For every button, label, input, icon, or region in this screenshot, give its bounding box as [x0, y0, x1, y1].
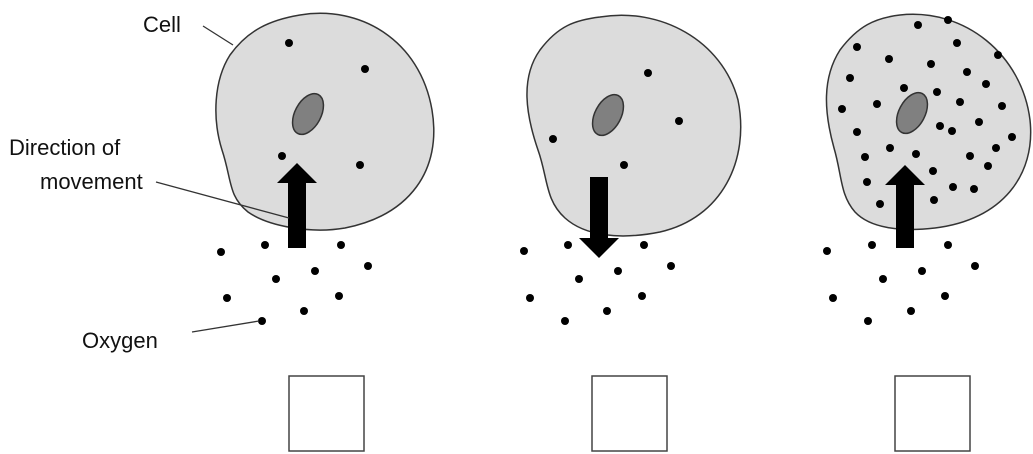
panel-3 — [823, 13, 1032, 452]
answer-box-2[interactable] — [591, 375, 668, 452]
nucleus-3 — [895, 91, 929, 135]
oxygen-dots-outside-3 — [823, 241, 979, 325]
labels: Cell Direction of movement Oxygen — [9, 12, 290, 353]
panel-2 — [520, 14, 742, 452]
oxygen-dots-inside-3 — [838, 16, 1016, 208]
nucleus-1 — [291, 92, 325, 136]
panel-1 — [215, 12, 435, 452]
nucleus-2 — [591, 93, 625, 137]
arrow-down-2 — [579, 177, 619, 258]
direction-label-line1: Direction of — [9, 135, 121, 160]
direction-leader-line — [155, 181, 290, 219]
direction-label-line2: movement — [40, 169, 143, 194]
oxygen-leader-line — [191, 320, 260, 333]
arrow-up-1 — [277, 163, 317, 248]
oxygen-dots-outside-2 — [520, 241, 675, 325]
oxygen-dots-inside-1 — [278, 39, 369, 169]
cell-leader-line — [202, 25, 234, 46]
cell-label: Cell — [143, 12, 181, 37]
cell-1 — [215, 12, 435, 231]
oxygen-label: Oxygen — [82, 328, 158, 353]
oxygen-dots-inside-2 — [549, 69, 683, 169]
answer-box-1[interactable] — [288, 375, 365, 452]
oxygen-dots-outside-1 — [217, 241, 372, 325]
answer-box-3[interactable] — [894, 375, 971, 452]
cell-2 — [526, 14, 742, 237]
arrow-up-3 — [885, 165, 925, 248]
cell-3 — [825, 13, 1032, 231]
